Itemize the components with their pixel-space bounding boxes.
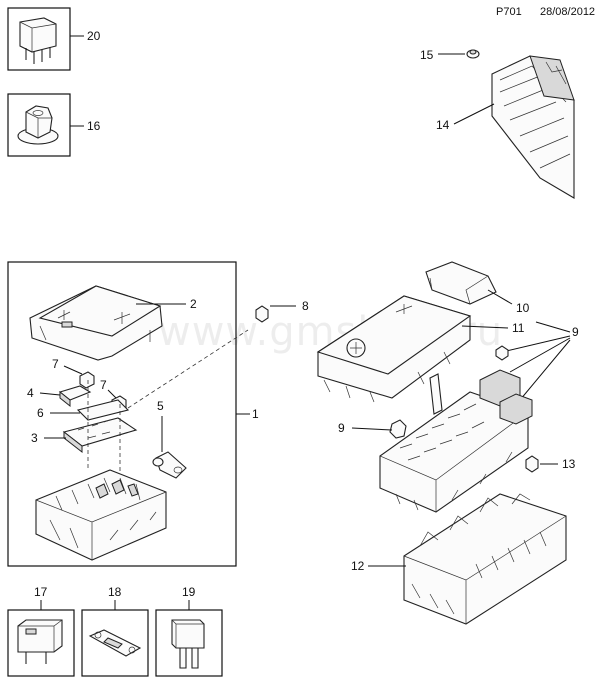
callout-7a: 7 [52,357,59,371]
page-code: P701 [496,6,522,18]
part-6-plate [76,399,130,421]
part-16-nut-box [7,93,71,157]
callout-3: 3 [31,431,38,445]
callout-18: 18 [108,585,122,599]
part-15-clip [466,49,480,59]
callout-6: 6 [37,406,44,420]
part-17-maxi-fuse-box [7,609,75,677]
part-1-fusebox-base [35,469,167,561]
part-4-bracket [58,385,92,408]
part-3-busbar [62,417,138,454]
part-13-clip [525,455,539,473]
part-7a-nut [79,371,95,389]
part-19-mini-fuse-box [155,609,223,677]
callout-8: 8 [302,299,309,313]
part-11-fusebox-cover [316,295,472,403]
part-5-cable-terminal [152,451,187,479]
part-12-fusebox-lower-housing [403,493,567,625]
callout-17: 17 [34,585,48,599]
callout-9a: 9 [338,421,345,435]
callout-13: 13 [562,457,576,471]
part-10-terminal-cover [425,261,497,305]
callout-14: 14 [436,118,450,132]
page-date: 28/08/2012 [540,6,596,18]
callout-12: 12 [351,559,365,573]
part-2-fusebox-cover [29,285,163,361]
callout-16: 16 [87,119,101,133]
part-8-nut [255,305,269,323]
callout-2: 2 [190,297,197,311]
part-9-clip-upper [495,345,509,361]
part-14-fuse-cover-panel [491,55,575,199]
part-20-relay-box [7,7,71,71]
part-18-strip-fuse-box [81,609,149,677]
callout-11: 11 [512,321,525,335]
callout-5: 5 [157,399,164,413]
callout-4: 4 [27,386,34,400]
part-9-clip-left [389,419,407,439]
callout-15: 15 [420,48,434,62]
callout-1: 1 [252,407,259,421]
callout-9b: 9 [572,325,579,339]
part-fuse-relay-block [379,369,533,513]
callout-20: 20 [87,29,101,43]
callout-19: 19 [182,585,196,599]
callout-7b: 7 [100,378,107,392]
callout-10: 10 [516,301,530,315]
